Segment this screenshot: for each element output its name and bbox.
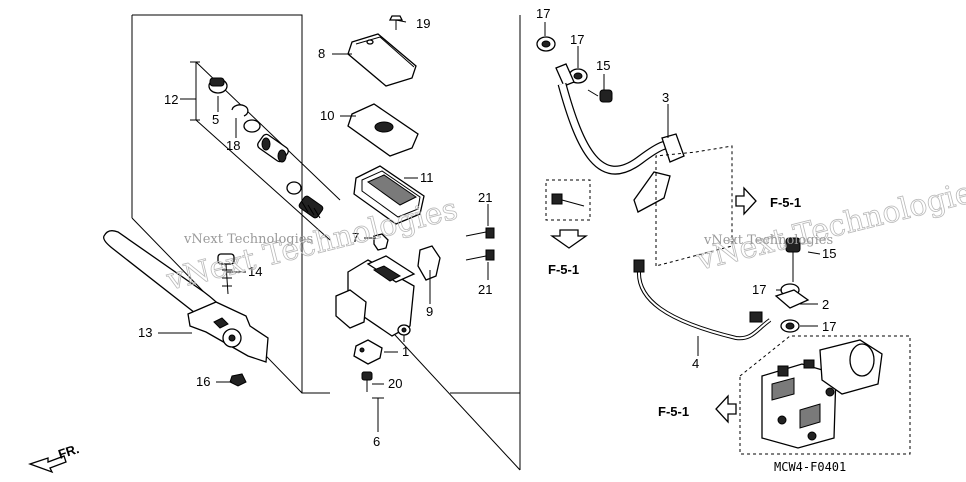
callout-13: 13 (138, 325, 152, 340)
oil-bolt-top (587, 89, 613, 103)
callout-7: 7 (352, 230, 359, 245)
hose-holder (417, 245, 441, 281)
callout-1: 1 (402, 344, 409, 359)
callout-numbers: 19 8 10 11 12 5 18 7 9 1 20 6 13 14 16 2… (138, 6, 836, 449)
ref-label-bottom-left: F-5-1 (548, 262, 579, 277)
callout-5: 5 (212, 112, 219, 127)
piston-kit (190, 61, 341, 241)
hose-clip (373, 233, 389, 251)
abs-modulator (761, 339, 883, 449)
callout-21a: 21 (478, 190, 492, 205)
callout-19: 19 (416, 16, 430, 31)
screw-19 (388, 15, 404, 30)
bracket-bolt (551, 193, 585, 207)
ref-label-bottom: F-5-1 (658, 404, 689, 419)
spring (286, 181, 302, 195)
lever-nut (229, 373, 247, 387)
front-label: FR. (56, 441, 81, 462)
ref-arrow-right (735, 186, 757, 216)
callout-10: 10 (320, 108, 334, 123)
lever-pivot-bolt (217, 253, 235, 295)
callout-17c: 17 (752, 282, 766, 297)
front-arrow-icon (28, 455, 67, 474)
callout-16: 16 (196, 374, 210, 389)
callout-18: 18 (226, 138, 240, 153)
callout-6: 6 (373, 434, 380, 449)
brake-lever (103, 230, 269, 363)
callout-21b: 21 (478, 282, 492, 297)
callout-8: 8 (318, 46, 325, 61)
callout-11: 11 (420, 170, 434, 185)
callout-15b: 15 (822, 246, 836, 261)
callout-15a: 15 (596, 58, 610, 73)
screw-20 (361, 371, 373, 392)
callout-3: 3 (662, 90, 669, 105)
watermark-outline-right: vNext Technologies (692, 172, 966, 278)
callout-17a: 17 (536, 6, 550, 21)
callout-9: 9 (426, 304, 433, 319)
leader-lines (158, 19, 821, 432)
ref-label-right: F-5-1 (770, 195, 801, 210)
master-cylinder-body (335, 255, 416, 342)
circlip (231, 104, 249, 117)
ref-arrow-down (549, 229, 589, 249)
callout-2: 2 (822, 297, 829, 312)
brake-pipe (633, 259, 772, 341)
callout-17d: 17 (822, 319, 836, 334)
stop-switch (353, 339, 383, 365)
callout-20: 20 (388, 376, 402, 391)
diagram-code: MCW4-F0401 (774, 460, 846, 474)
ref-arrow-left (715, 394, 737, 424)
callout-4: 4 (692, 356, 699, 371)
holder-bolts (465, 227, 495, 261)
watermark-text-right: vNext Technologies (703, 233, 833, 248)
watermark-text-left: vNext Technologies (183, 232, 313, 247)
callout-12: 12 (164, 92, 178, 107)
callout-17b: 17 (570, 32, 584, 47)
brake-hose (555, 63, 685, 213)
callout-14: 14 (248, 264, 262, 279)
